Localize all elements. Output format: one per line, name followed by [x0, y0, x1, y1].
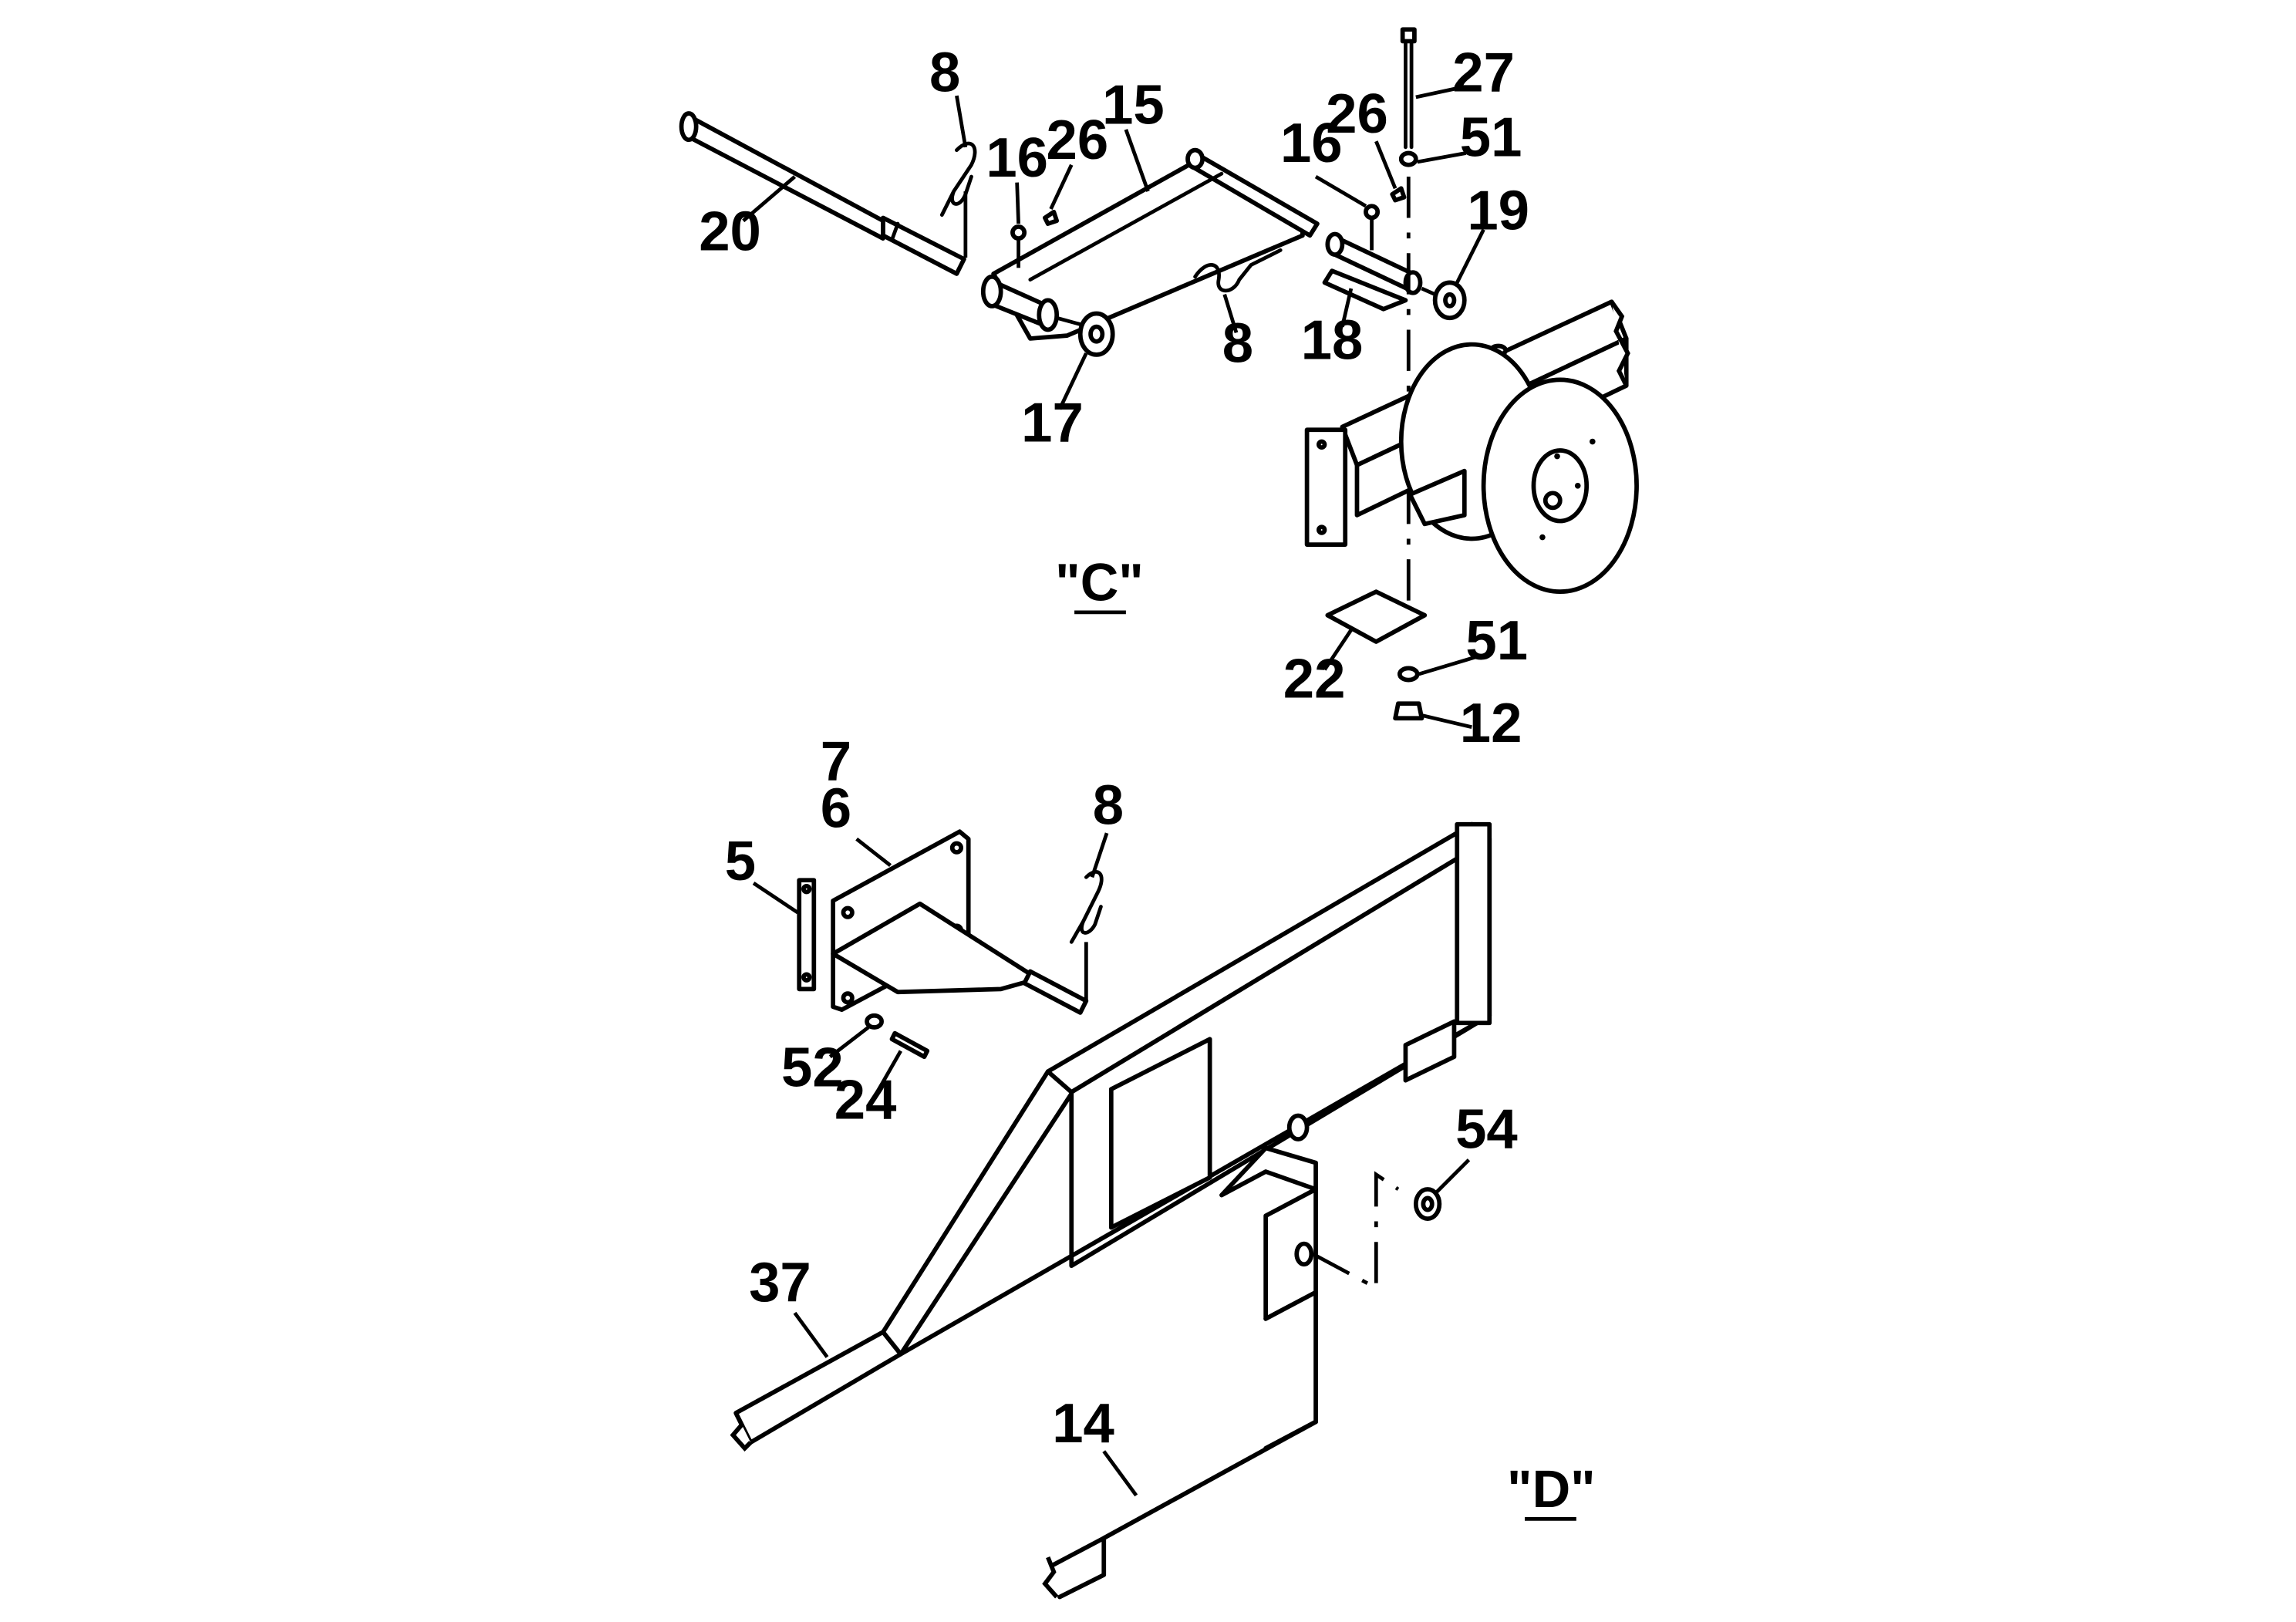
part-bushing-right: [1322, 231, 1467, 321]
callout-label: 12: [1460, 692, 1522, 754]
callout-label: 51: [1465, 609, 1528, 672]
part-bar-5: [797, 878, 817, 992]
part-bushing-left: [980, 274, 1115, 357]
leaders-c: [742, 86, 1485, 730]
part-rod-20: [679, 111, 966, 276]
callout-label: 17: [1021, 392, 1084, 454]
callouts-c: 8 15 16 26 20 17 8 16 26 18 27 51 19 22 …: [699, 41, 1529, 754]
callout-label: 19: [1467, 180, 1529, 242]
leaders-d: [752, 832, 1471, 1497]
nuts-top: [1010, 186, 1407, 268]
callout-label: 54: [1455, 1098, 1518, 1161]
callout-label: 6: [821, 777, 851, 839]
part-frame-37: [730, 821, 1492, 1452]
clip-8a: [939, 141, 977, 218]
view-d: [730, 610, 1576, 1600]
view-c: [679, 27, 1639, 730]
callout-label: 27: [1452, 41, 1515, 103]
callout-label: 24: [834, 1068, 897, 1131]
callout-label: 22: [1283, 648, 1346, 710]
view-caption-c: "C": [1055, 553, 1144, 612]
part-bracket-6: [831, 829, 1089, 1015]
callout-label: 5: [725, 830, 756, 892]
bolt-24: [889, 1030, 930, 1060]
callout-label: 26: [1326, 83, 1388, 145]
callout-label: 16: [1280, 112, 1343, 174]
callout-label: 15: [1102, 73, 1165, 136]
callout-label: 26: [1047, 109, 1109, 171]
part-bracket-14: [1042, 1145, 1318, 1600]
callout-label: 8: [1093, 774, 1124, 837]
callout-label: 8: [929, 41, 960, 103]
clip-8b: [1193, 248, 1283, 293]
plate-22: [1325, 589, 1428, 644]
part-frame-15: [991, 147, 1320, 341]
clip-8c: [1069, 870, 1104, 944]
callouts-d: 7 6 5 8 52 24 54 37 14 "D": [725, 730, 1596, 1519]
callout-label: 52: [781, 1036, 844, 1098]
callout-label: 16: [986, 126, 1048, 189]
washer-51-top: [1398, 150, 1418, 167]
callout-label: 20: [699, 200, 761, 262]
callout-label: 14: [1052, 1392, 1114, 1455]
washer-51-bottom: [1397, 666, 1420, 683]
callout-label: 51: [1460, 106, 1522, 168]
washer-52: [865, 1013, 884, 1030]
view-caption-d: "D": [1507, 1459, 1596, 1519]
nut-12: [1393, 701, 1424, 721]
callout-label: 18: [1301, 309, 1364, 372]
beam-with-wheel: [1304, 299, 1639, 595]
callout-label: 8: [1222, 312, 1253, 374]
callout-label: 37: [749, 1251, 811, 1313]
bolt-27: [1398, 27, 1418, 167]
callout-label: 7: [821, 730, 851, 792]
bracket-18: [1322, 268, 1408, 312]
